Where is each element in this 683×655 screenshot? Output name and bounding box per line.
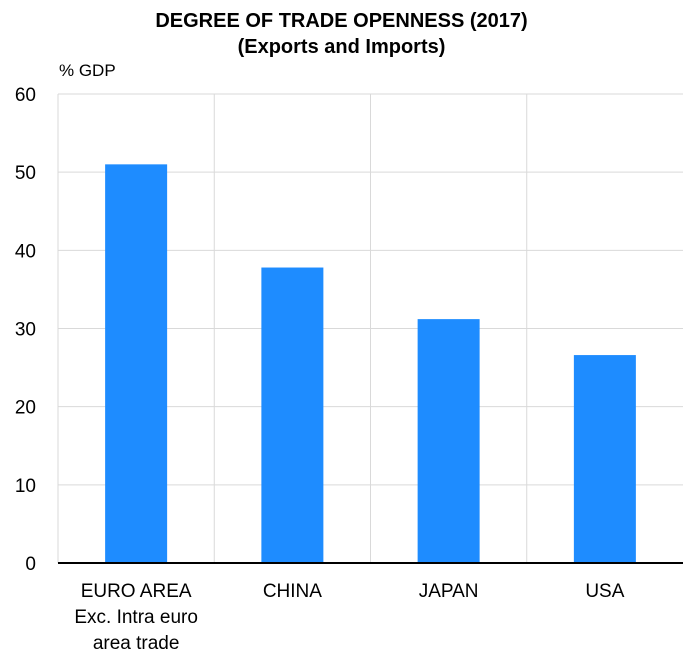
y-tick-label: 60 xyxy=(15,85,36,106)
y-tick-label: 10 xyxy=(15,476,36,497)
chart-title: DEGREE OF TRADE OPENNESS (2017) (Exports… xyxy=(0,8,683,60)
y-axis-label: % GDP xyxy=(59,61,116,80)
bar xyxy=(573,355,636,563)
x-tick-label: CHINA xyxy=(263,581,322,602)
x-tick-label: EURO AREA xyxy=(81,581,192,602)
bar xyxy=(105,164,168,563)
y-tick-label: 30 xyxy=(15,320,36,341)
x-tick-label: Exc. Intra euro xyxy=(74,607,198,628)
bar xyxy=(417,319,480,563)
x-tick-label: area trade xyxy=(93,633,180,654)
y-tick-label: 0 xyxy=(25,554,36,575)
bar xyxy=(261,267,324,563)
y-tick-label: 50 xyxy=(15,163,36,184)
x-tick-label: USA xyxy=(585,581,624,602)
chart-title-line2: (Exports and Imports) xyxy=(237,36,446,58)
chart-title-line1: DEGREE OF TRADE OPENNESS (2017) xyxy=(155,10,528,32)
y-tick-label: 40 xyxy=(15,241,36,262)
x-tick-label: JAPAN xyxy=(419,581,479,602)
y-tick-label: 20 xyxy=(15,398,36,419)
